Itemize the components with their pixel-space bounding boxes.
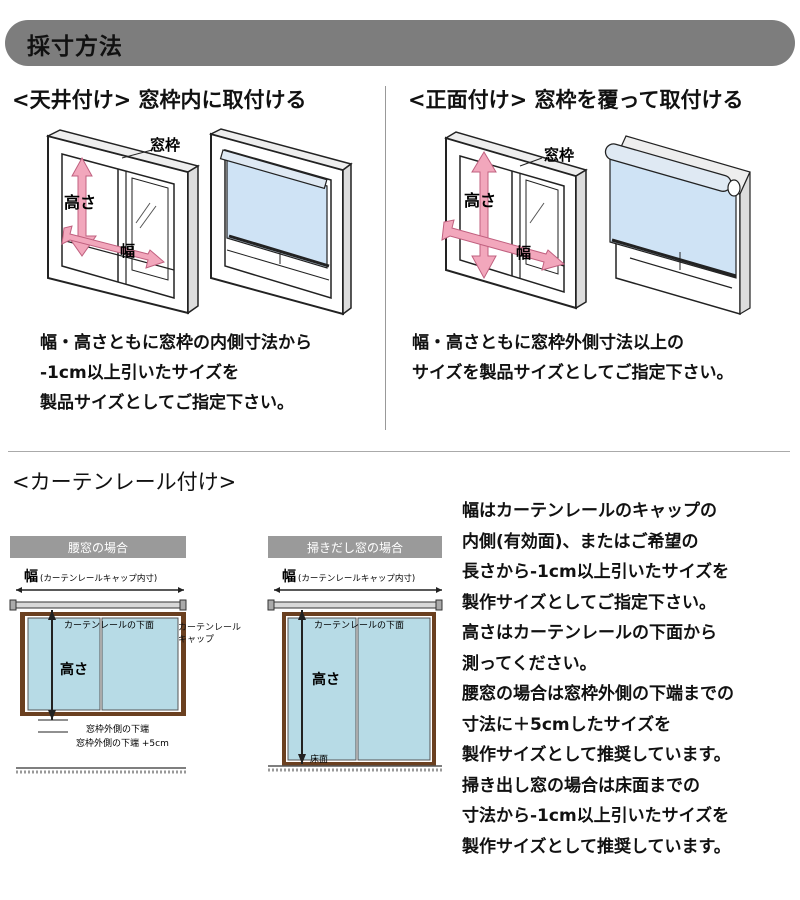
front-blind-diagram [604,135,751,316]
curtain-line-12: 製作サイズとして推奨しています。 [462,836,731,857]
waist-frame-bottom-plus-label: 窓枠外側の下端 +5cm [76,737,169,749]
curtain-rail-heading: <カーテンレール付け> [12,470,237,494]
curtain-line-2: 内側(有効面)、またはご希望の [462,531,699,552]
sweep-width-label: 幅 [282,568,296,585]
curtain-line-11: 寸法から-1cm以上引いたサイズを [462,806,730,826]
ceiling-blind-diagram [208,128,353,316]
waist-height-label: 高さ [60,661,88,678]
ceiling-line-1: 幅・高さともに窓枠の内側寸法から [40,333,312,353]
column-divider [385,86,386,430]
section-header: 採寸方法 [5,20,795,66]
curtain-rail-instructions: 幅はカーテンレールのキャップの 内側(有効面)、またはご希望の 長さから-1cm… [462,496,734,862]
ceiling-height-label: 高さ [64,193,96,212]
rail-cap-label: カーテンレール キャップ [178,622,241,646]
curtain-line-5: 高さはカーテンレールの下面から [462,623,717,643]
curtain-line-4: 製作サイズとしてご指定下さい。 [462,592,716,613]
waist-width-label: 幅 [24,568,38,585]
waist-frame-bottom-label: 窓枠外側の下端 [86,723,149,735]
sweep-width-note: (カーテンレールキャップ内寸) [298,573,415,584]
sweep-floor-label: 床面 [310,753,328,765]
curtain-line-3: 長さから-1cm以上引いたサイズを [462,562,730,582]
front-window-diagram: 高さ 幅 窓枠 [441,131,588,310]
front-instructions: 幅・高さともに窓枠外側寸法以上の サイズを製品サイズとしてご指定下さい。 [412,328,733,388]
ceiling-width-label: 幅 [120,242,135,260]
front-mount-heading: <正面付け> 窓枠を覆って取付ける [408,88,744,112]
section-title: 採寸方法 [27,34,123,60]
front-frame-label: 窓枠 [544,146,574,164]
section-divider [8,451,790,452]
sweep-window-diagram: 掃きだし窓の場合 幅 (カーテンレールキャップ内寸) カーテンレールの下面 高さ… [267,536,443,772]
curtain-line-10: 掃き出し窓の場合は床面までの [462,775,700,796]
curtain-line-7: 腰窓の場合は窓枠外側の下端までの [462,684,734,704]
ceiling-line-2: -1cm以上引いたサイズを [40,363,240,383]
ceiling-mount-heading: <天井付け> 窓枠内に取付ける [12,88,307,112]
front-line-1: 幅・高さともに窓枠外側寸法以上の [412,333,684,353]
rail-cap-label-line2: キャップ [178,635,215,645]
waist-window-diagram: 腰窓の場合 幅 (カーテンレールキャップ内寸) カーテンレールの下面 高さ 窓枠… [9,536,187,774]
waist-window-title: 腰窓の場合 [68,540,128,555]
rail-cap-label-line1: カーテンレール [178,623,242,633]
ceiling-instructions: 幅・高さともに窓枠の内側寸法から -1cm以上引いたサイズを 製品サイズとしてご… [40,328,312,418]
waist-width-note: (カーテンレールキャップ内寸) [40,573,157,584]
curtain-line-8: 寸法に＋5cmしたサイズを [462,714,672,735]
ceiling-frame-label: 窓枠 [150,136,180,154]
sweep-height-label: 高さ [312,671,340,688]
front-line-2: サイズを製品サイズとしてご指定下さい。 [412,363,734,383]
sweep-rail-bottom-label: カーテンレールの下面 [314,620,404,631]
curtain-line-6: 測ってください。 [462,653,597,674]
ceiling-window-diagram: 高さ 幅 窓枠 [45,129,200,315]
front-width-label: 幅 [516,244,531,262]
ceiling-line-3: 製品サイズとしてご指定下さい。 [40,393,294,413]
front-height-label: 高さ [464,191,496,210]
curtain-line-9: 製作サイズとして推奨しています。 [462,745,731,765]
sweep-window-title: 掃きだし窓の場合 [307,540,403,555]
curtain-line-1: 幅はカーテンレールのキャップの [462,501,717,521]
waist-rail-bottom-label: カーテンレールの下面 [64,620,154,631]
